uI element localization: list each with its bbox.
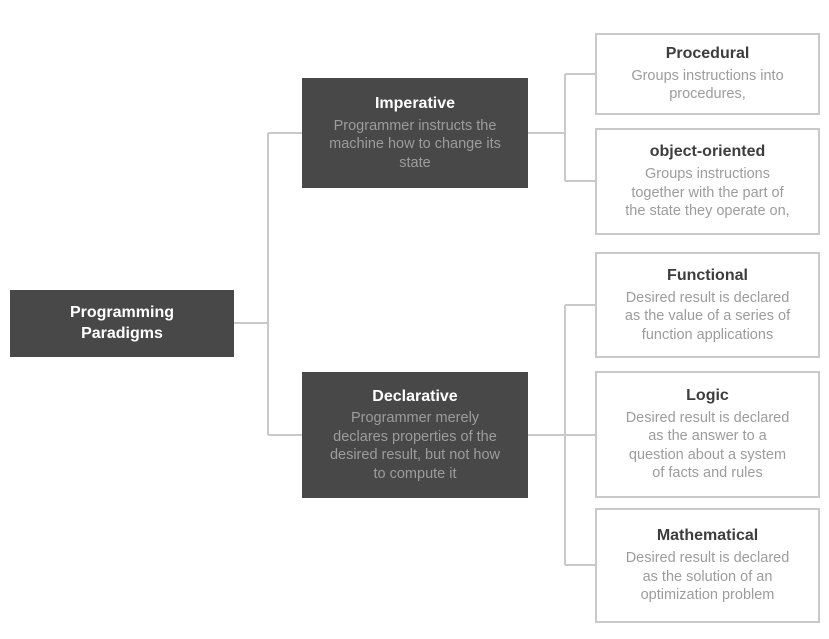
node-description: Groups instructions together with the pa… [625,166,790,220]
node-mathematical: Mathematical Desired result is declared … [595,508,820,623]
node-description: Programmer instructs the machine how to … [329,117,501,171]
node-imperative: Imperative Programmer instructs the mach… [302,78,528,188]
node-description: Groups instructions into procedures, [631,67,784,103]
node-title: Declarative [372,387,458,405]
node-title: Programming Paradigms [69,303,174,342]
node-title: Procedural [665,45,750,63]
node-declarative: Declarative Programmer merely declares p… [302,372,528,498]
node-functional: Functional Desired result is declared as… [595,252,820,358]
node-title: Functional [667,266,748,284]
node-title: Mathematical [656,527,759,545]
node-description: Desired result is declared as the answer… [625,409,790,482]
node-logic: Logic Desired result is declared as the … [595,371,820,498]
node-programming-paradigms: Programming Paradigms [10,290,234,357]
node-title: object-oriented [649,143,766,161]
node-description: Desired result is declared as the soluti… [625,550,790,604]
node-object-oriented: object-oriented Groups instructions toge… [595,128,820,235]
node-description: Programmer merely declares properties of… [329,410,501,482]
node-title: Logic [686,387,729,404]
node-title: Imperative [374,94,456,112]
node-description: Desired result is declared as the value … [624,289,791,343]
node-procedural: Procedural Groups instructions into proc… [595,33,820,115]
